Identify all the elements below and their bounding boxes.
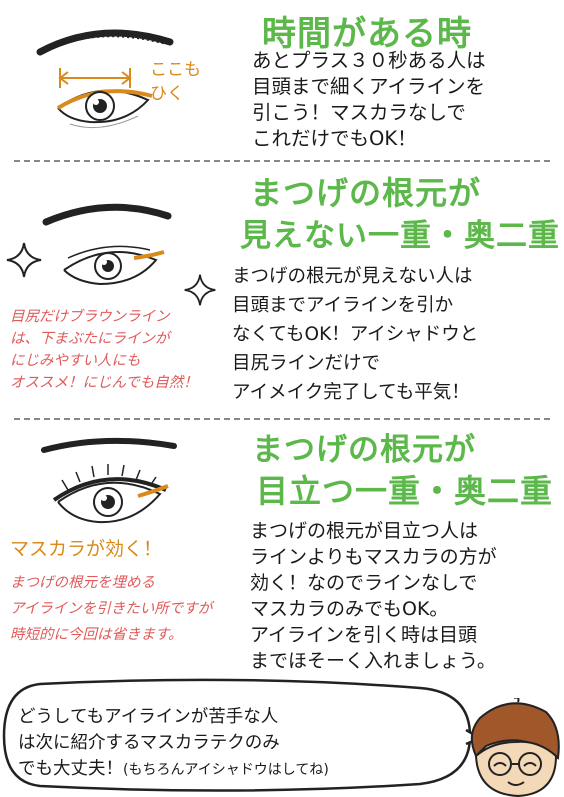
eye-illustration-3 bbox=[41, 437, 177, 524]
section3-title-line1: まつげの根元が bbox=[252, 432, 476, 468]
section1-note: ここも ひく bbox=[150, 60, 201, 104]
bubble-line-3: でも大丈夫！(もちろんアイシャドウはしてね) bbox=[18, 758, 329, 781]
bubble-line-2: は次に紹介するマスカラテクのみ bbox=[18, 733, 280, 753]
eye-illustration-1 bbox=[36, 29, 174, 129]
sparkle-icon bbox=[184, 274, 216, 306]
section2-title-line2: 見えない一重・奥二重 bbox=[240, 218, 560, 254]
divider-1 bbox=[14, 160, 550, 162]
character-face-icon bbox=[470, 698, 560, 797]
section1-title: 時間がある時 bbox=[262, 14, 472, 54]
sparkle-icon bbox=[6, 242, 42, 278]
bubble-line-1: どうしてもアイラインが苦手な人 bbox=[18, 707, 279, 727]
section2-title-line1: まつげの根元が bbox=[250, 174, 482, 212]
section3-red-note: まつげの根元を埋める アイラインを引きたい所ですが 時短的に今回は省きます。 bbox=[10, 575, 213, 643]
section2-note: 目尻だけブラウンライン は、下まぶたにラインが にじみやすい人にも オススメ！に… bbox=[10, 309, 198, 391]
section2-body: まつげの根元が見えない人は 目頭までアイラインを引か なくてもOK！アイシャドウ… bbox=[232, 266, 479, 403]
section3-orange-note: マスカラが効く！ bbox=[10, 538, 163, 560]
section3-body: まつげの根元が目立つ人は ラインよりもマスカラの方が 効く！なのでラインなしで … bbox=[250, 520, 497, 672]
section3-title-line2: 目立つ一重・奥二重 bbox=[256, 472, 554, 510]
eye-illustration-2 bbox=[42, 203, 172, 286]
bubble-line-3-main: でも大丈夫！ bbox=[18, 759, 123, 779]
bubble-line-3-small: (もちろんアイシャドウはしてね) bbox=[123, 762, 329, 778]
section1-body: あとプラス３０秒ある人は 目頭まで細くアイラインを 引こう！マスカラなしで これ… bbox=[252, 49, 486, 150]
speech-bubble bbox=[2, 678, 480, 792]
divider-2 bbox=[14, 418, 550, 420]
